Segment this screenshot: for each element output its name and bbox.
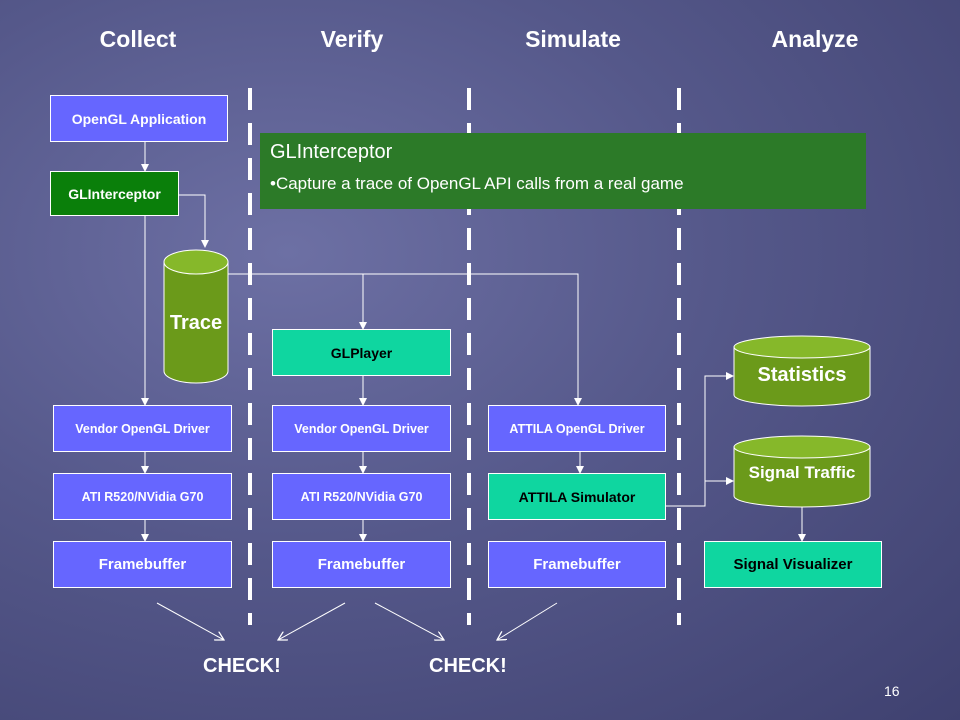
framebuffer-box-simulate: Framebuffer	[488, 541, 666, 588]
statistics-label: Statistics	[757, 364, 847, 386]
column-simulate: Simulate	[525, 26, 621, 52]
gpu-box-verify: ATI R520/NVidia G70	[272, 473, 451, 520]
signal-traffic-cylinder	[733, 435, 871, 508]
callout-bullet: •Capture a trace of OpenGL API calls fro…	[270, 174, 684, 193]
opengl-application-box: OpenGL Application	[50, 95, 228, 142]
attila-driver-box: ATTILA OpenGL Driver	[488, 405, 666, 452]
glplayer-box: GLPlayer	[272, 329, 451, 376]
signal-traffic-label: Signal Traffic	[748, 463, 856, 482]
vendor-driver-box-verify: Vendor OpenGL Driver	[272, 405, 451, 452]
framebuffer-box-verify: Framebuffer	[272, 541, 451, 588]
callout-title: GLInterceptor	[270, 141, 393, 163]
column-analyze: Analyze	[771, 26, 859, 52]
check-label-2: CHECK!	[429, 655, 507, 677]
trace-label: Trace	[169, 312, 223, 334]
trace-cylinder	[163, 249, 229, 384]
column-collect: Collect	[99, 26, 177, 52]
vendor-driver-box-collect: Vendor OpenGL Driver	[53, 405, 232, 452]
statistics-cylinder	[733, 335, 871, 407]
glinterceptor-box: GLInterceptor	[50, 171, 179, 216]
gpu-box-collect: ATI R520/NVidia G70	[53, 473, 232, 520]
check-label-1: CHECK!	[203, 655, 281, 677]
signal-visualizer-box: Signal Visualizer	[704, 541, 882, 588]
column-verify: Verify	[320, 26, 384, 52]
framebuffer-box-collect: Framebuffer	[53, 541, 232, 588]
glinterceptor-callout: GLInterceptor •Capture a trace of OpenGL…	[260, 133, 866, 209]
attila-simulator-box: ATTILA Simulator	[488, 473, 666, 520]
page-number: 16	[884, 683, 900, 699]
